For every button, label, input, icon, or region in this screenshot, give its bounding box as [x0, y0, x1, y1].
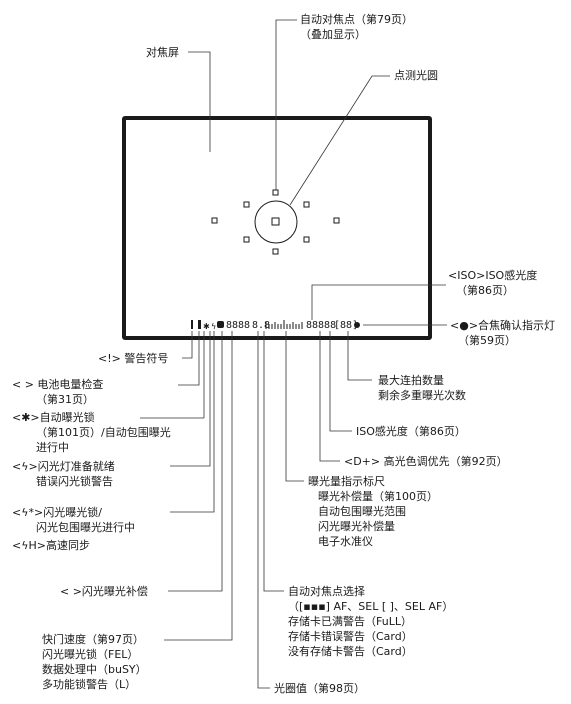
warning-glyph: [191, 320, 193, 329]
label-meter-line3: 自动包围曝光范围: [318, 505, 406, 518]
label-meter-line4: 闪光曝光补偿量: [318, 520, 395, 533]
label-hss: <ϟH>高速同步: [12, 539, 90, 552]
label-fel-line2: 闪光包围曝光进行中: [36, 521, 135, 534]
label-iso-symbol-line2: （第86页）: [456, 284, 514, 297]
battery-glyph: [198, 320, 201, 329]
label-shutter-line1: 快门速度（第97页）: [42, 633, 144, 646]
label-battery-line2: （第31页）: [36, 393, 94, 406]
label-focus-screen: 对焦屏: [146, 46, 179, 59]
af-point-lower-right: [303, 236, 310, 243]
label-ae-lock-line2: （第101页）/自动包围曝光: [36, 426, 171, 439]
label-highlight-tone: <D+> 高光色调优先（第92页）: [344, 455, 508, 468]
aperture-readout: 8.8: [252, 320, 271, 331]
label-af-point-line1: 自动对焦点（第79页）: [300, 13, 413, 26]
viewfinder-frame: [122, 116, 432, 340]
af-point-center: [271, 217, 280, 226]
label-focus-confirm-line2: （第59页）: [458, 334, 516, 347]
label-shutter-line2: 闪光曝光锁（FEL）: [42, 648, 139, 661]
label-flash-ready-line2: 错误闪光锁警告: [36, 475, 113, 488]
label-warning: <!> 警告符号: [98, 352, 169, 365]
label-shutter-line4: 多功能锁警告（L）: [42, 678, 137, 691]
label-af-selection: 自动对焦点选择 （[▪▪▪] AF、SEL [ ]、SEL AF） 存储卡已满警…: [288, 584, 453, 659]
label-af-selection-line3: 存储卡已满警告（FuLL）: [288, 615, 412, 628]
label-meter-line1: 曝光量指示标尺: [308, 475, 385, 488]
af-point-upper-right: [303, 201, 310, 208]
label-af-selection-line4: 存储卡错误警告（Card）: [288, 630, 413, 643]
flash-glyph: ϟ: [211, 322, 216, 331]
label-focus-confirm: <●>合焦确认指示灯 （第59页）: [450, 318, 555, 348]
label-shutter-line3: 数据处理中（buSY）: [42, 663, 147, 676]
label-iso-symbol-line1: <ISO>ISO感光度: [448, 269, 538, 282]
af-point-left-outer: [211, 217, 218, 224]
label-spot-circle: 点测光圆: [394, 69, 438, 82]
label-fel-line1: <ϟ*>闪光曝光锁/: [12, 506, 102, 519]
af-point-bottom: [272, 248, 279, 255]
label-ae-lock-line1: <✱>自动曝光锁: [12, 411, 95, 424]
flash-comp-glyph: [217, 321, 224, 328]
burst-readout: [88]: [334, 320, 359, 331]
label-shutter: 快门速度（第97页） 闪光曝光锁（FEL） 数据处理中（buSY） 多功能锁警告…: [42, 632, 147, 692]
label-max-burst: 最大连拍数量 剩余多重曝光次数: [378, 373, 466, 403]
focus-confirm-dot: [354, 322, 360, 328]
label-battery-line1: < > 电池电量检查: [12, 378, 104, 391]
exposure-meter-scale: [265, 320, 303, 329]
spot-metering-circle: [254, 200, 298, 244]
display-strip-icons: ✱ ϟ: [191, 320, 360, 331]
label-flash-ready-line1: <ϟ>闪光灯准备就绪: [12, 460, 115, 473]
af-point-upper-left: [243, 201, 250, 208]
af-points: [211, 189, 340, 255]
label-flash-comp: < >闪光曝光补偿: [60, 585, 148, 598]
label-battery: < > 电池电量检查 （第31页）: [12, 377, 103, 407]
label-meter: 曝光量指示标尺 曝光补偿量（第100页） 自动包围曝光范围 闪光曝光补偿量 电子…: [308, 474, 438, 549]
label-max-burst-line2: 剩余多重曝光次数: [378, 389, 466, 402]
label-af-selection-line5: 没有存储卡警告（Card）: [288, 645, 413, 658]
label-ae-lock: <✱>自动曝光锁 （第101页）/自动包围曝光 进行中: [12, 410, 171, 455]
label-meter-line2: 曝光补偿量（第100页）: [318, 490, 438, 503]
label-af-point-line2: （叠加显示）: [300, 28, 366, 41]
label-fel: <ϟ*>闪光曝光锁/ 闪光包围曝光进行中: [12, 505, 135, 535]
label-aperture: 光圈值（第98页）: [274, 682, 365, 695]
shutter-speed-readout: 8888: [226, 320, 251, 331]
label-af-point: 自动对焦点（第79页） （叠加显示）: [300, 12, 413, 42]
label-max-burst-line1: 最大连拍数量: [378, 374, 444, 387]
label-meter-line5: 电子水准仪: [318, 535, 373, 548]
af-point-top: [272, 189, 279, 196]
label-iso-speed: ISO感光度（第86页）: [356, 425, 466, 438]
label-focus-confirm-line1: <●>合焦确认指示灯: [450, 319, 556, 332]
af-point-lower-left: [243, 236, 250, 243]
label-flash-ready: <ϟ>闪光灯准备就绪 错误闪光锁警告: [12, 459, 115, 489]
leader-lines: [140, 19, 447, 689]
label-af-selection-line1: 自动对焦点选择: [288, 585, 365, 598]
label-iso-symbol: <ISO>ISO感光度 （第86页）: [448, 268, 537, 298]
af-point-right-outer: [333, 217, 340, 224]
ae-lock-glyph: ✱: [203, 322, 210, 331]
label-ae-lock-line3: 进行中: [36, 441, 69, 454]
label-af-selection-line2: （[▪▪▪] AF、SEL [ ]、SEL AF）: [288, 600, 454, 613]
iso-readout: 88888: [306, 320, 337, 331]
